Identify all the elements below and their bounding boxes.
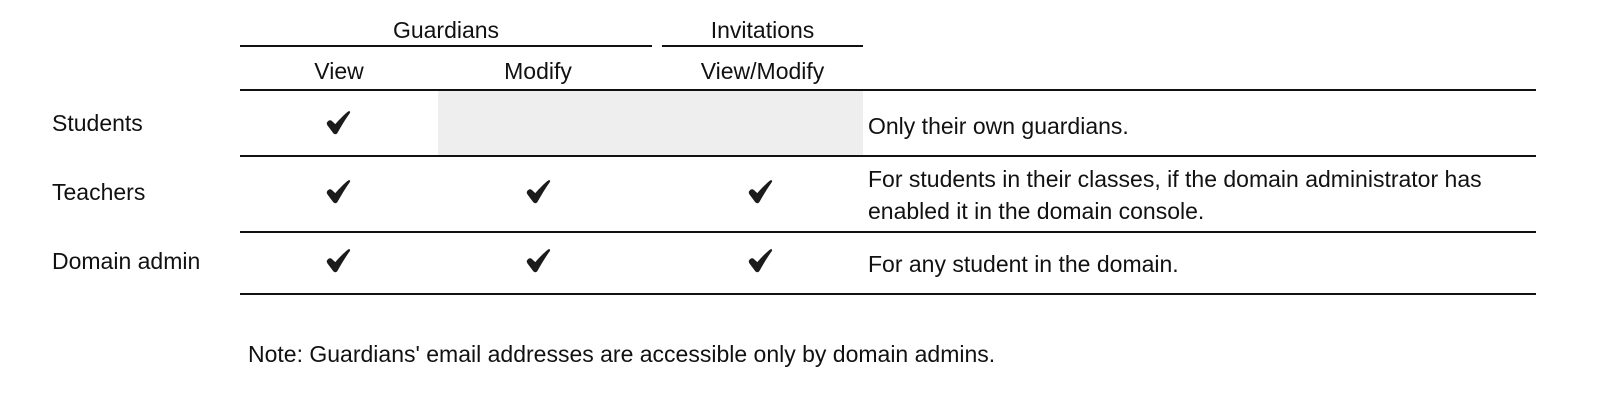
row-label-teachers: Teachers — [52, 179, 146, 205]
header-body-divider — [240, 89, 1536, 91]
check-mark-icon — [323, 108, 353, 138]
row-divider-teachers-domain-admin — [240, 231, 1536, 233]
row-description-teachers: For students in their classes, if the do… — [868, 166, 1482, 224]
row-divider-students-teachers — [240, 155, 1536, 157]
invitations-group-rule — [662, 45, 863, 47]
column-group-invitations: Invitations — [710, 17, 815, 43]
check-mark-icon — [523, 246, 553, 276]
check-mark-icon — [323, 177, 353, 207]
check-mark-icon — [745, 246, 775, 276]
row-label-domain-admin: Domain admin — [52, 248, 201, 274]
row-description-students: Only their own guardians. — [868, 113, 1129, 139]
row-description-domain-admin: For any student in the domain. — [868, 251, 1179, 277]
column-header-view-modify: View/Modify — [700, 58, 825, 84]
check-mark-icon — [745, 177, 775, 207]
column-group-guardians: Guardians — [392, 17, 500, 43]
guardians-group-rule — [240, 45, 652, 47]
table-footnote: Note: Guardians' email addresses are acc… — [248, 341, 996, 367]
check-mark-icon — [323, 246, 353, 276]
check-mark-icon — [523, 177, 553, 207]
disabled-cell-students-modify — [438, 91, 863, 155]
row-label-students: Students — [52, 110, 143, 136]
column-header-modify: Modify — [504, 58, 572, 84]
table-bottom-rule — [240, 293, 1536, 295]
column-header-view: View — [314, 58, 364, 84]
